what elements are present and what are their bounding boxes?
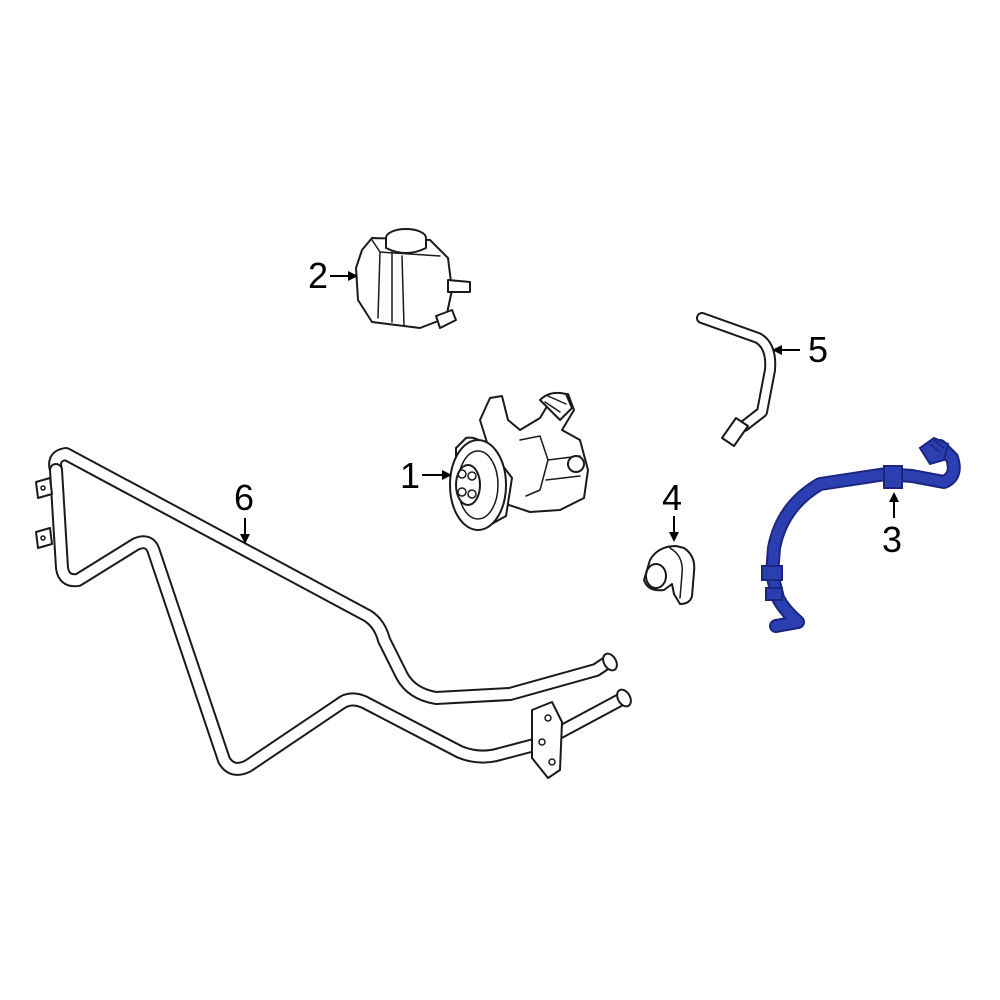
callout-4-label: 4 xyxy=(662,477,682,518)
pressure-hose-part[interactable] xyxy=(761,436,961,633)
cooler-line-part[interactable] xyxy=(35,447,634,779)
reservoir-part[interactable] xyxy=(355,228,471,329)
callout-1-label: 1 xyxy=(400,455,420,496)
callout-3-label: 3 xyxy=(882,519,902,560)
callout-2: 2 xyxy=(308,255,358,296)
elbow-part[interactable] xyxy=(643,545,696,605)
callout-6: 6 xyxy=(234,477,254,544)
callout-4: 4 xyxy=(662,477,682,542)
callout-5: 5 xyxy=(772,329,828,370)
callout-6-label: 6 xyxy=(234,477,254,518)
callout-1: 1 xyxy=(400,455,452,496)
callout-3: 3 xyxy=(882,492,902,560)
callout-5-label: 5 xyxy=(808,329,828,370)
callout-2-label: 2 xyxy=(308,255,328,296)
pump-part[interactable] xyxy=(449,391,589,531)
small-hose-part[interactable] xyxy=(696,312,777,447)
